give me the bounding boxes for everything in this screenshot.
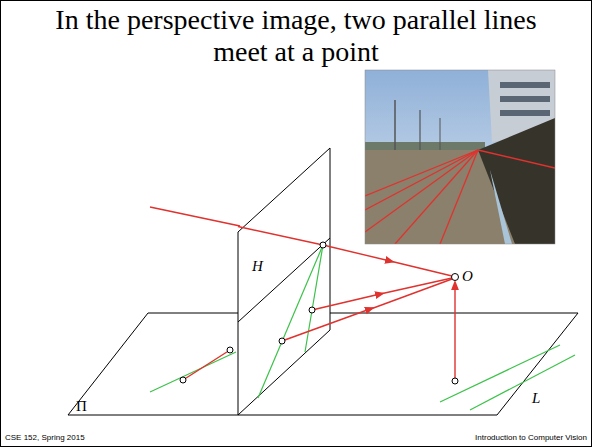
ray bbox=[183, 350, 230, 380]
ray bbox=[150, 207, 240, 226]
ray bbox=[388, 261, 452, 277]
point bbox=[227, 347, 233, 353]
ray-arrow bbox=[323, 245, 390, 261]
point bbox=[309, 307, 315, 313]
ground-line bbox=[440, 345, 560, 402]
ray-arrow bbox=[282, 309, 370, 341]
ground-line bbox=[470, 355, 575, 410]
ground-line bbox=[150, 352, 236, 392]
plane-label: L bbox=[532, 390, 540, 407]
plane-label: H bbox=[252, 258, 263, 275]
footer-text: CSE 152, Spring 2015 bbox=[5, 434, 85, 443]
point-label: O bbox=[462, 268, 473, 285]
ray bbox=[368, 279, 452, 310]
ray-arrow bbox=[454, 285, 455, 381]
railway-photo bbox=[365, 70, 555, 244]
image-line bbox=[305, 245, 323, 352]
ray bbox=[378, 278, 452, 295]
point bbox=[279, 338, 285, 344]
image-line bbox=[258, 245, 323, 398]
slide-title: In the perspective image, two parallel l… bbox=[40, 4, 552, 68]
point bbox=[320, 242, 326, 248]
ray bbox=[238, 227, 323, 246]
point bbox=[452, 378, 458, 384]
image-plane bbox=[238, 148, 330, 415]
point bbox=[180, 377, 186, 383]
photo-frame bbox=[365, 70, 555, 244]
footer-text: Introduction to Computer Vision bbox=[475, 434, 587, 443]
plane-label: Π bbox=[76, 398, 87, 415]
ray-arrow bbox=[312, 294, 380, 310]
vanishing-point bbox=[452, 274, 459, 281]
